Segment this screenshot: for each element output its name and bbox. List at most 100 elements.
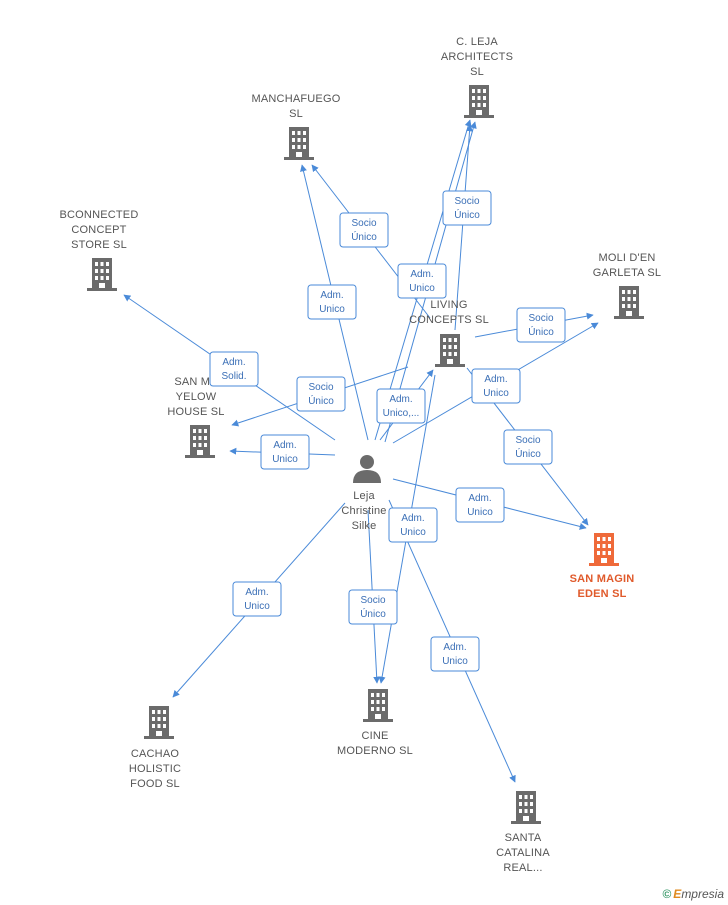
person-label-line: Leja — [353, 490, 375, 502]
role-label-box — [376, 388, 426, 424]
relation-edge — [454, 124, 474, 331]
company-label: MOLI D'EN GARLETA SL — [593, 252, 661, 279]
company-label-line: CONCEPTS SL — [409, 314, 489, 326]
role-label-box — [348, 589, 398, 625]
role-label-l8: Adm.Unico — [260, 434, 310, 470]
role-label-l4: Adm. Unico — [397, 263, 447, 299]
company-node-yellow[interactable]: SAN MA YELOW HOUSE SL — [167, 376, 224, 458]
role-label-text: Unico,... — [383, 408, 420, 419]
building-icon — [185, 425, 215, 458]
company-label-line: CINE — [361, 730, 388, 742]
role-label-text: Unico — [244, 601, 270, 612]
company-label-line: STORE SL — [71, 239, 127, 251]
building-icon — [511, 791, 541, 824]
company-label-line: HOUSE SL — [167, 406, 224, 418]
company-label-line: SANTA — [505, 832, 542, 844]
role-label-text: Adm. — [410, 269, 433, 280]
role-label-text: Unico — [400, 527, 426, 538]
company-label: SAN MA YELOW HOUSE SL — [167, 376, 224, 418]
role-label-box — [296, 376, 346, 412]
role-label-text: Socio — [454, 196, 479, 207]
role-label-text: Socio — [515, 435, 540, 446]
role-label-text: Socio — [308, 382, 333, 393]
role-label-l10: Adm.Unico — [471, 368, 521, 404]
brand-initial: E — [673, 887, 682, 901]
role-label-l9: Adm. Unico,... — [376, 388, 426, 424]
company-label-line: REAL... — [503, 862, 542, 874]
role-label-box — [388, 507, 438, 543]
building-icon — [363, 689, 393, 722]
role-label-text: Solid. — [221, 371, 246, 382]
role-label-text: Adm. — [389, 394, 412, 405]
company-label-line: SL — [470, 66, 484, 78]
copyright-icon: © — [662, 887, 672, 901]
building-icon — [589, 533, 619, 566]
role-label-box — [442, 190, 492, 226]
role-label-box — [503, 429, 553, 465]
company-label-line: CACHAO — [131, 748, 180, 760]
role-label-text: Adm. — [401, 513, 424, 524]
role-label-text: Único — [454, 208, 480, 221]
role-label-text: Único — [528, 325, 554, 338]
company-label-line: GARLETA SL — [593, 267, 661, 279]
role-label-text: Adm. — [443, 642, 466, 653]
company-node-manchafuego[interactable]: MANCHAFUEGO SL — [252, 93, 341, 160]
role-label-l15: Adm.Unico — [232, 581, 282, 617]
person-icon — [353, 455, 381, 483]
role-label-box — [232, 581, 282, 617]
role-label-box — [209, 351, 259, 387]
role-label-text: Unico — [409, 283, 435, 294]
role-label-l6: Adm. Solid. — [209, 351, 259, 387]
role-label-box — [471, 368, 521, 404]
building-icon — [464, 85, 494, 118]
building-icon — [87, 258, 117, 291]
role-label-text: Unico — [442, 656, 468, 667]
company-node-molid[interactable]: MOLI D'EN GARLETA SL — [593, 252, 661, 319]
company-label-line: MANCHAFUEGO — [252, 93, 341, 105]
role-label-text: Socio — [351, 218, 376, 229]
company-label-line: YELOW — [176, 391, 217, 403]
building-icon — [144, 706, 174, 739]
person-label-line: Silke — [352, 520, 377, 532]
role-label-text: Adm. — [222, 357, 245, 368]
role-label-text: Adm. — [273, 440, 296, 451]
role-label-text: Adm. — [320, 290, 343, 301]
building-icon — [284, 127, 314, 160]
person-label-line: Christine — [341, 505, 386, 517]
company-label-line: ARCHITECTS — [441, 51, 513, 63]
role-label-l12: Adm.Unico — [455, 487, 505, 523]
empresia-brand[interactable]: ©Empresia — [662, 887, 724, 901]
role-label-box — [455, 487, 505, 523]
company-label-line: SAN MA — [174, 376, 218, 388]
role-label-text: Único — [515, 447, 541, 460]
company-label-line: MOLI D'EN — [598, 252, 655, 264]
building-icon — [614, 286, 644, 319]
role-label-text: Único — [308, 394, 334, 407]
role-label-text: Unico — [467, 507, 493, 518]
role-label-l2: Adm.Unico — [307, 284, 357, 320]
company-label-line: SL — [289, 108, 303, 120]
role-label-text: Único — [351, 230, 377, 243]
